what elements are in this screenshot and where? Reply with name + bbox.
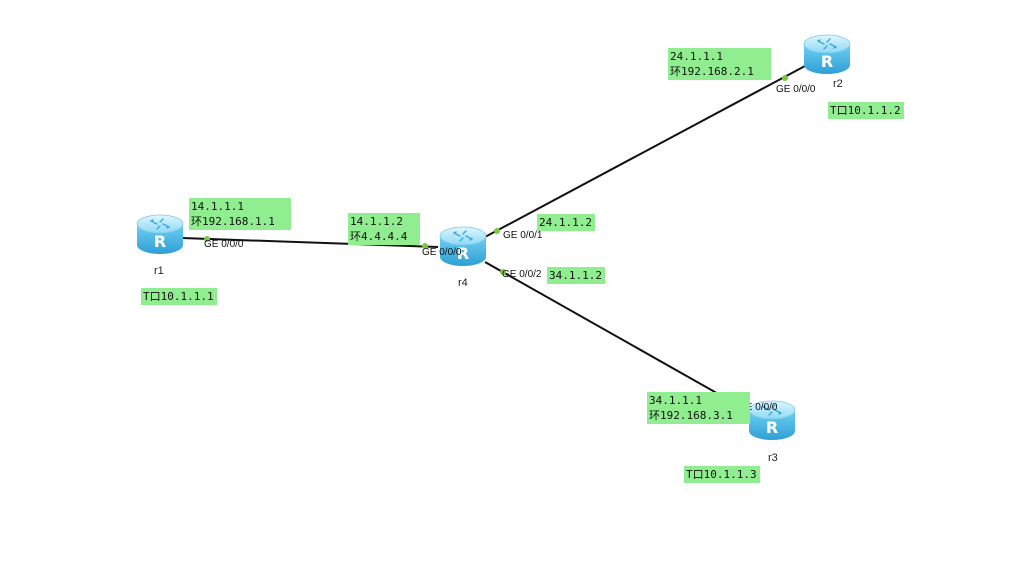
port-label-r4-ge000: GE 0/0/0 [422, 247, 462, 258]
link-r1-r4[interactable] [181, 237, 439, 248]
router-r2-name: r2 [833, 78, 843, 90]
note-r4-link-ip: 14.1.1.2 [350, 215, 403, 228]
port-label-r4-ge002: GE 0/0/2 [502, 269, 542, 280]
note-r4-addresses: 14.1.1.2 环4.4.4.4 [348, 213, 420, 245]
note-r1-loopback: 环192.168.1.1 [191, 215, 275, 228]
port-label-r1-ge000: GE 0/0/0 [204, 239, 244, 250]
note-r4-to-r3-ip: 34.1.1.2 [547, 267, 605, 284]
router-r4-name: r4 [458, 277, 468, 289]
port-label-r3-ge000: GE 0/0/0 [738, 402, 778, 413]
router-r1[interactable] [134, 212, 186, 258]
note-r3-link-ip: 34.1.1.1 [649, 394, 702, 407]
link-r4-r3[interactable] [484, 261, 753, 414]
note-r1-tunnel: T口10.1.1.1 [141, 288, 217, 305]
port-dot-r2-ge000 [782, 75, 788, 81]
router-r3-name: r3 [768, 452, 778, 464]
router-icon [801, 32, 853, 78]
note-r2-loopback: 环192.168.2.1 [670, 65, 754, 78]
port-label-r4-ge001: GE 0/0/1 [503, 230, 543, 241]
note-r3-loopback: 环192.168.3.1 [649, 409, 733, 422]
note-r3-tunnel: T口10.1.1.3 [684, 466, 760, 483]
note-r3-addresses: 34.1.1.1 环192.168.3.1 [647, 392, 750, 424]
note-r4-loopback: 环4.4.4.4 [350, 230, 408, 243]
port-dot-r4-ge000 [422, 243, 428, 249]
port-dot-r4-ge001 [494, 228, 500, 234]
note-r4-to-r2-ip: 24.1.1.2 [537, 214, 595, 231]
note-r2-addresses: 24.1.1.1 环192.168.2.1 [668, 48, 771, 80]
port-dot-r4-ge002 [500, 269, 506, 275]
note-r2-tunnel: T口10.1.1.2 [828, 102, 904, 119]
router-icon [134, 212, 186, 258]
port-dot-r1-ge000 [204, 236, 210, 242]
note-r1-addresses: 14.1.1.1 环192.168.1.1 [189, 198, 291, 230]
port-label-r2-ge000: GE 0/0/0 [776, 84, 816, 95]
router-r1-name: r1 [154, 265, 164, 277]
link-r4-r2[interactable] [484, 65, 806, 238]
router-r2[interactable] [801, 32, 853, 78]
note-r1-link-ip: 14.1.1.1 [191, 200, 244, 213]
note-r2-link-ip: 24.1.1.1 [670, 50, 723, 63]
